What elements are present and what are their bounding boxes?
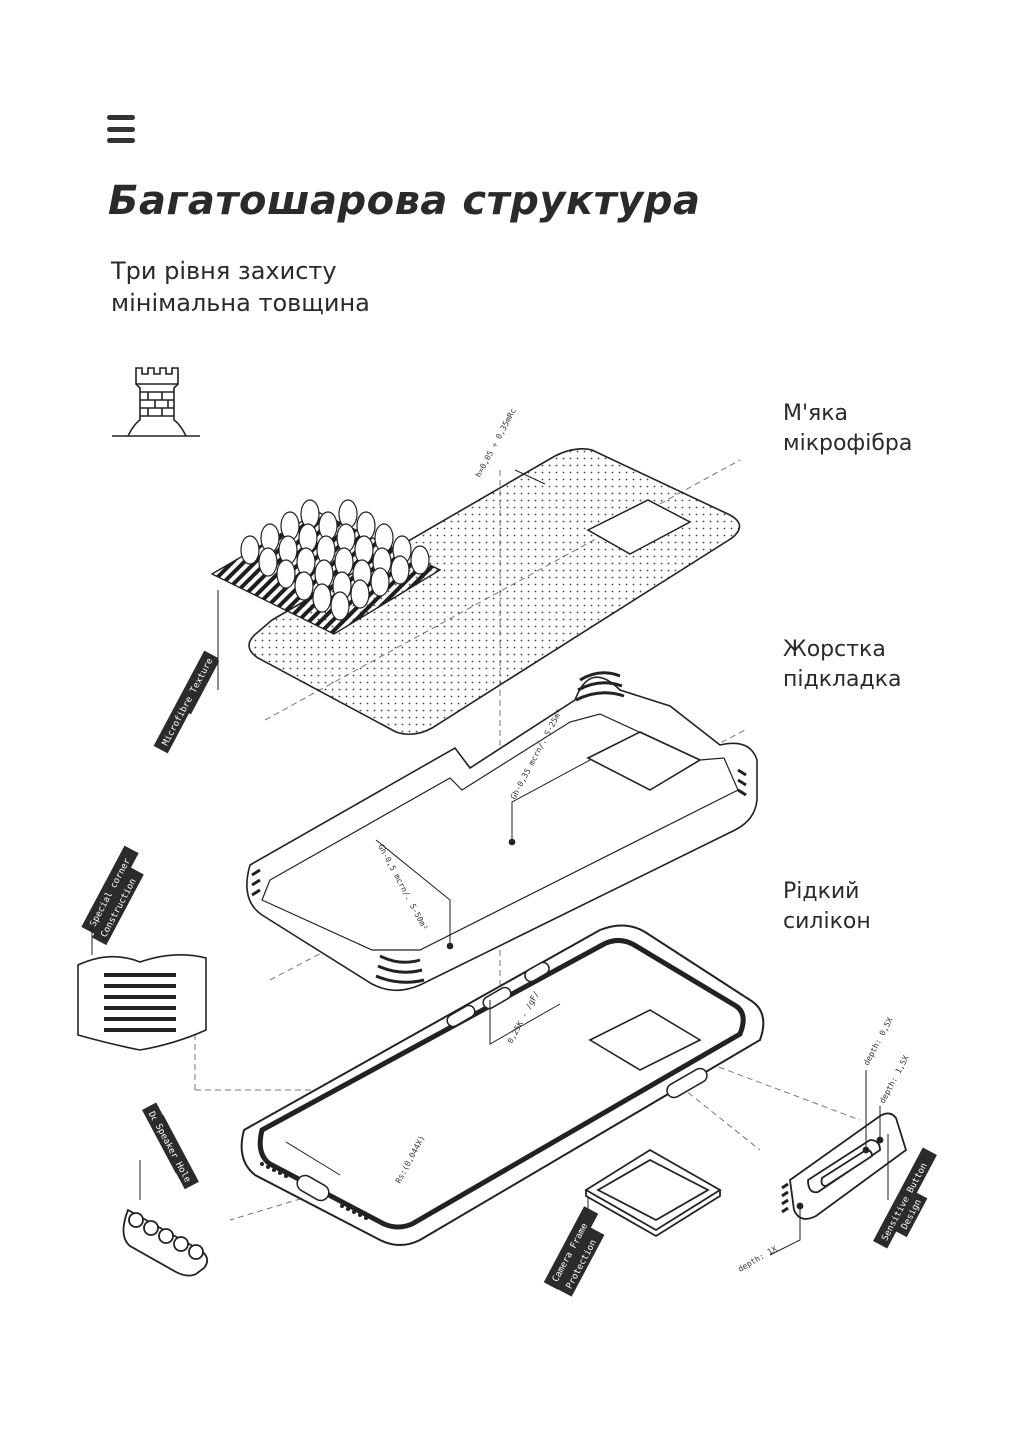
corner-block-icon (77, 954, 207, 1051)
tower-icon (112, 367, 200, 437)
dim-depth-1: depth: 1X (737, 1244, 779, 1274)
speaker-hole-icon (122, 1208, 209, 1277)
dim-top-thickness: h=0,05 ÷ 0,35mRc (474, 407, 518, 479)
silicone-layer (240, 924, 765, 1246)
layer-label-silicone-line2: силікон (783, 909, 871, 934)
page-subtitle: Три рівня захисту мінімальна товщина (111, 255, 370, 319)
hard-base-layer (246, 671, 758, 992)
camera-frame-icon (584, 1148, 722, 1250)
menu-icon[interactable] (107, 115, 135, 143)
dim-depth-15: depth: 1,5X (878, 1054, 911, 1105)
layer-label-hard-base-line1: Жорстка (783, 637, 886, 662)
tag-speaker: Double Sted Speaker Hole (139, 1102, 199, 1200)
tag-camera: Camera Frame Protection (543, 1206, 605, 1297)
tag-corner: Special corner Construction (81, 845, 144, 955)
subtitle-line-1: Три рівня захисту (111, 257, 337, 285)
layer-label-silicone-line1: Рідкий (783, 879, 860, 904)
layer-label-hard-base-line2: підкладка (783, 667, 902, 692)
layer-label-silicone: Рідкий силікон (783, 877, 871, 937)
button-detail-icon (769, 1070, 908, 1256)
layer-label-microfibre: М'яка мікрофібра (783, 399, 912, 459)
tag-microfibre-line2: Microfibre Texture (161, 657, 216, 748)
tag-speaker-line2: Speaker Hole (153, 1122, 192, 1184)
dim-depth-05: depth: 0,5X (862, 1016, 895, 1067)
subtitle-line-2: мінімальна товщина (111, 289, 370, 317)
microfibre-layer: h=0,05 ÷ 0,35mRc (210, 407, 741, 736)
layer-label-hard-base: Жорстка підкладка (783, 635, 902, 695)
page-title: Багатошарова структура (108, 178, 701, 224)
layer-label-microfibre-line2: мікрофібра (783, 431, 913, 456)
tag-microfibre: Ultra-Soft Microfibre Texture (153, 590, 219, 754)
layer-label-microfibre-line1: М'яка (783, 401, 849, 426)
